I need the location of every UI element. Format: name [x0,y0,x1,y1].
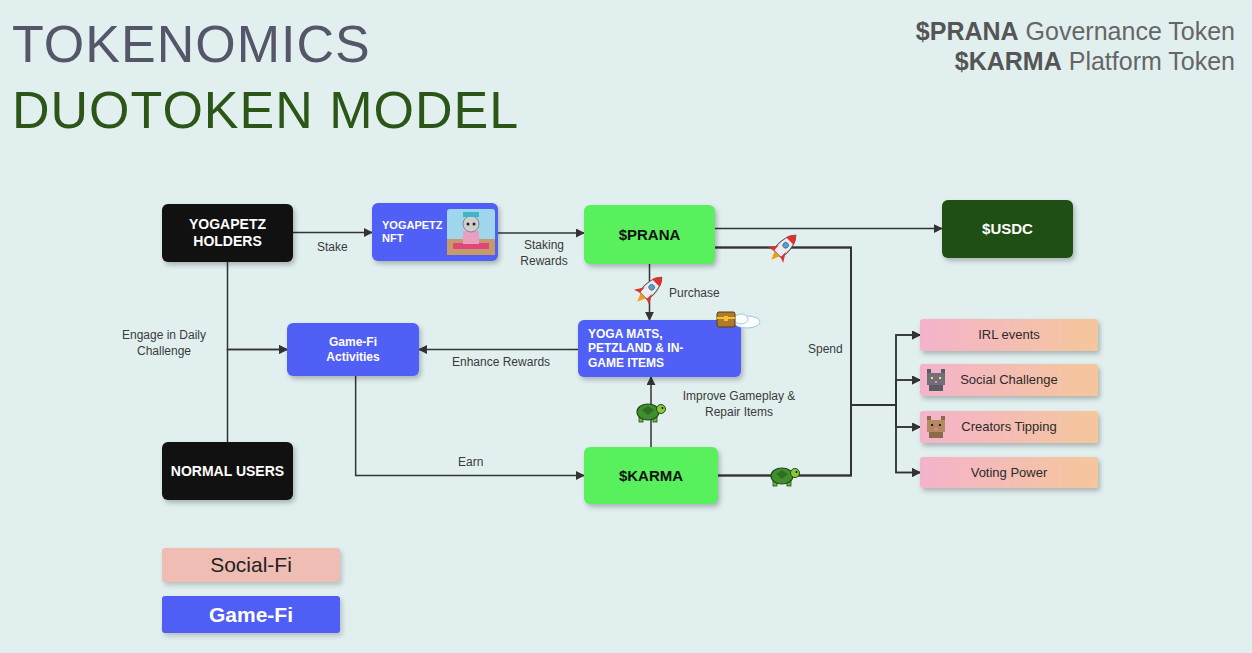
edge-label: Enhance Rewards [450,355,552,371]
node-text: $PRANA [619,226,681,244]
use-box: IRL events [920,319,1098,351]
cat-icon [923,367,949,393]
flow-arrow [228,262,288,350]
node-text: Creators Tipping [961,419,1056,435]
node-text: $USDC [982,220,1033,238]
use-box: Creators Tipping [920,411,1098,443]
flow-arrow [715,247,920,405]
holder-box: YOGAPETZ HOLDERS [162,204,293,262]
flow-arrow [419,349,578,351]
nft-box: YOGAPETZ NFT [372,203,498,261]
subtitle: DUOTOKEN MODEL [12,82,519,139]
token-box: $PRANA [584,205,715,264]
flow-arrow [715,247,920,405]
node-text: $KARMA [619,467,683,485]
node-text: YOGA MATS, PETZLAND & IN-GAME ITEMS [588,327,711,370]
node-text: IRL events [978,327,1040,343]
flow-arrow [715,228,942,230]
rocket-icon [630,269,670,309]
use-box: Voting Power [920,457,1098,488]
items-box: YOGA MATS, PETZLAND & IN-GAME ITEMS [578,320,741,377]
stablecoin-box: $USDC [942,200,1073,258]
node-text: NORMAL USERS [171,463,284,480]
token-role: Governance Token [1026,18,1235,46]
edge-label: Purchase [667,286,722,302]
title: TOKENOMICS [12,16,371,73]
turtle-icon [771,468,800,486]
legend-swatch: Social-Fi [162,548,340,582]
token-box: $KARMA [584,447,718,504]
edge-label: Stake [315,240,350,256]
legend-text: Game-Fi [209,603,293,627]
turtle-icon [637,404,666,422]
treasure-icon [715,309,761,331]
legend-swatch: Game-Fi [162,596,340,633]
use-box: Social Challenge [920,364,1098,396]
flow-arrow [498,232,584,234]
node-text: YOGAPETZ HOLDERS [170,216,285,250]
cat-icon [923,414,949,440]
edge-label: Engage in Daily Challenge [112,328,216,359]
token-name: $PRANA [916,18,1019,46]
edge-label: Staking Rewards [512,238,576,269]
node-text: Social Challenge [960,372,1058,388]
edge-label: Spend [806,342,845,358]
token-name: $KARMA [955,48,1062,76]
legend-text: Social-Fi [210,553,292,577]
nft-picture [447,209,495,255]
user-box: NORMAL USERS [162,442,293,500]
flow-arrow [356,376,584,476]
flow-arrow [293,232,372,234]
node-text: YOGAPETZ NFT [382,219,443,245]
token-role: Platform Token [1069,48,1235,76]
flow-arrow [228,350,288,443]
node-text: Voting Power [971,465,1048,481]
edge-label: Earn [456,455,485,471]
node-text: Game-Fi Activities [313,335,393,364]
edge-label: Improve Gameplay & Repair Items [667,389,811,420]
activity-box: Game-Fi Activities [287,323,419,376]
flow-arrow [715,247,920,472]
rocket-icon [764,227,804,267]
